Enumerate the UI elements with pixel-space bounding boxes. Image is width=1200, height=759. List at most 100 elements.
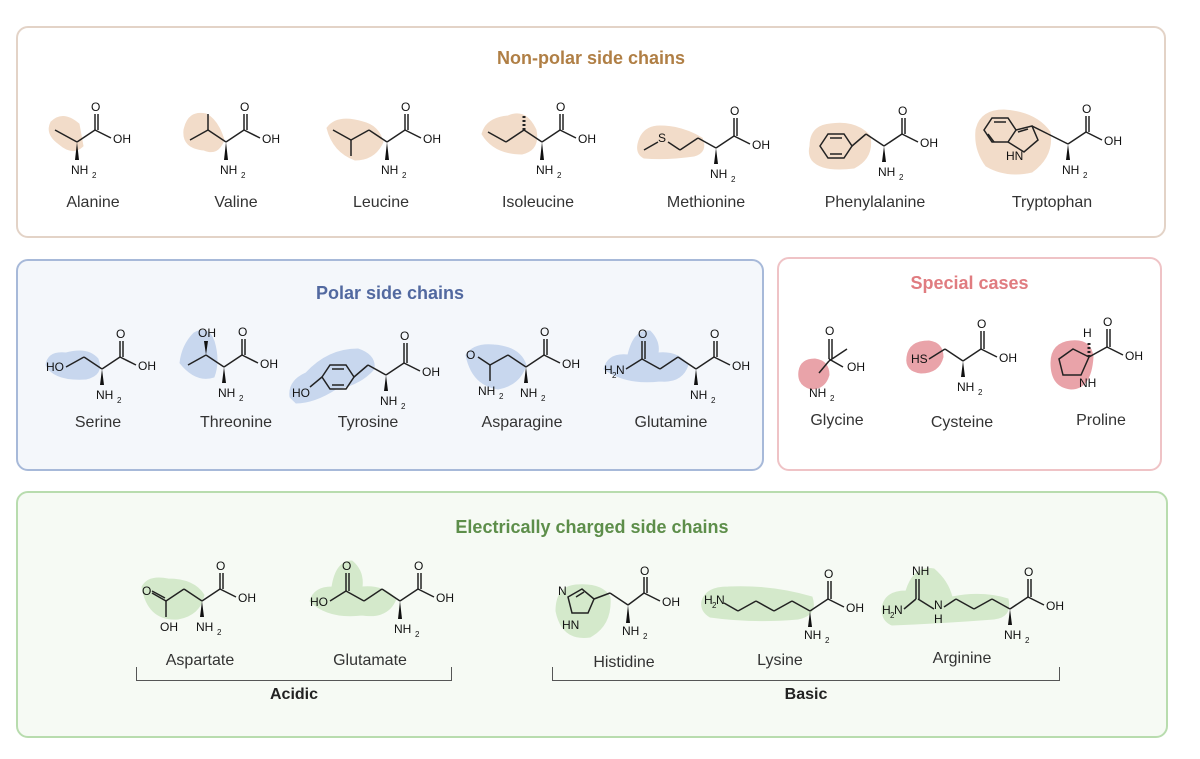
amino-acid-name: Glycine	[810, 412, 864, 429]
svg-text:NH: NH	[520, 386, 537, 400]
svg-text:OH: OH	[578, 132, 596, 146]
svg-text:O: O	[240, 100, 249, 114]
svg-text:NH: NH	[380, 394, 397, 408]
svg-text:OH: OH	[732, 359, 750, 373]
svg-text:OH: OH	[422, 365, 440, 379]
svg-text:O: O	[730, 104, 739, 118]
svg-text:H: H	[934, 612, 943, 626]
svg-text:2: 2	[711, 396, 716, 405]
svg-text:2: 2	[1083, 171, 1088, 180]
svg-text:OH: OH	[662, 595, 680, 609]
svg-text:OH: OH	[260, 357, 278, 371]
svg-text:NH: NH	[804, 628, 821, 642]
svg-text:2: 2	[643, 632, 648, 641]
charged-panel: Electrically charged side chains O OH O …	[16, 491, 1168, 738]
svg-text:2: 2	[1025, 636, 1030, 645]
svg-text:2: 2	[890, 611, 895, 620]
svg-text:2: 2	[978, 388, 983, 397]
svg-text:O: O	[142, 584, 151, 598]
svg-text:O: O	[216, 559, 225, 573]
svg-text:OH: OH	[752, 138, 770, 152]
svg-text:O: O	[710, 327, 719, 341]
svg-text:HS: HS	[911, 352, 928, 366]
svg-text:2: 2	[712, 601, 717, 610]
svg-text:2: 2	[401, 402, 406, 411]
amino-acid-name: Phenylalanine	[824, 194, 926, 211]
amino-acid-name: Aspartate	[165, 652, 235, 669]
amino-acid-name: Proline	[1076, 412, 1126, 429]
svg-text:NH: NH	[96, 388, 113, 402]
amino-acid-name: Methionine	[666, 194, 746, 211]
svg-text:2: 2	[415, 630, 420, 639]
svg-text:N: N	[558, 584, 567, 598]
svg-text:OH: OH	[847, 360, 865, 374]
svg-text:N: N	[894, 603, 903, 617]
svg-text:O: O	[400, 329, 409, 343]
special-title: Special cases	[910, 273, 1029, 293]
amino-acid-name: Tryptophan	[1011, 194, 1093, 211]
svg-text:NH: NH	[878, 165, 895, 179]
svg-text:OH: OH	[562, 357, 580, 371]
amino-acid-name: Glutamine	[634, 414, 708, 431]
svg-text:2: 2	[499, 392, 504, 401]
svg-text:NH: NH	[710, 167, 727, 181]
svg-text:NH: NH	[690, 388, 707, 402]
svg-text:O: O	[342, 559, 351, 573]
svg-text:2: 2	[92, 171, 97, 180]
svg-text:O: O	[1024, 565, 1033, 579]
svg-text:NH: NH	[957, 380, 974, 394]
amino-acid-name: Arginine	[932, 650, 992, 667]
svg-text:HN: HN	[1006, 149, 1023, 163]
svg-text:2: 2	[899, 173, 904, 182]
svg-text:2: 2	[825, 636, 830, 645]
tyrosine-structure: HO O OH NH 2	[288, 325, 458, 415]
nonpolar-title: Non-polar side chains	[496, 48, 686, 68]
svg-text:O: O	[977, 317, 986, 331]
svg-text:O: O	[238, 325, 247, 339]
svg-text:2: 2	[830, 394, 835, 403]
amino-acid-name: Histidine	[593, 654, 655, 671]
svg-text:OH: OH	[1046, 599, 1064, 613]
tryptophan-structure: HN O OH NH 2	[975, 100, 1146, 190]
acidic-label: Acidic	[269, 686, 318, 703]
svg-text:O: O	[824, 567, 833, 581]
svg-text:NH: NH	[912, 564, 929, 578]
svg-text:OH: OH	[138, 359, 156, 373]
svg-text:2: 2	[217, 628, 222, 637]
amino-acid-name: Serine	[74, 414, 122, 431]
svg-text:NH: NH	[1062, 163, 1079, 177]
svg-text:HO: HO	[46, 360, 64, 374]
svg-text:NH: NH	[478, 384, 495, 398]
svg-text:O: O	[898, 104, 907, 118]
svg-text:O: O	[466, 348, 475, 362]
svg-text:NH: NH	[536, 163, 553, 177]
acidic-bracket	[136, 667, 452, 681]
svg-text:2: 2	[731, 175, 736, 184]
svg-text:OH: OH	[160, 620, 178, 634]
basic-label: Basic	[784, 686, 828, 703]
amino-acid-name: Tyrosine	[337, 414, 399, 431]
svg-text:NH: NH	[1079, 376, 1096, 390]
svg-text:O: O	[1082, 102, 1091, 116]
svg-text:H: H	[704, 593, 713, 607]
svg-text:HO: HO	[310, 595, 328, 609]
charged-title: Electrically charged side chains	[455, 517, 729, 537]
svg-text:HO: HO	[292, 386, 310, 400]
svg-text:OH: OH	[1104, 134, 1122, 148]
svg-text:H: H	[1083, 326, 1092, 340]
svg-text:O: O	[414, 559, 423, 573]
svg-text:H: H	[604, 363, 613, 377]
